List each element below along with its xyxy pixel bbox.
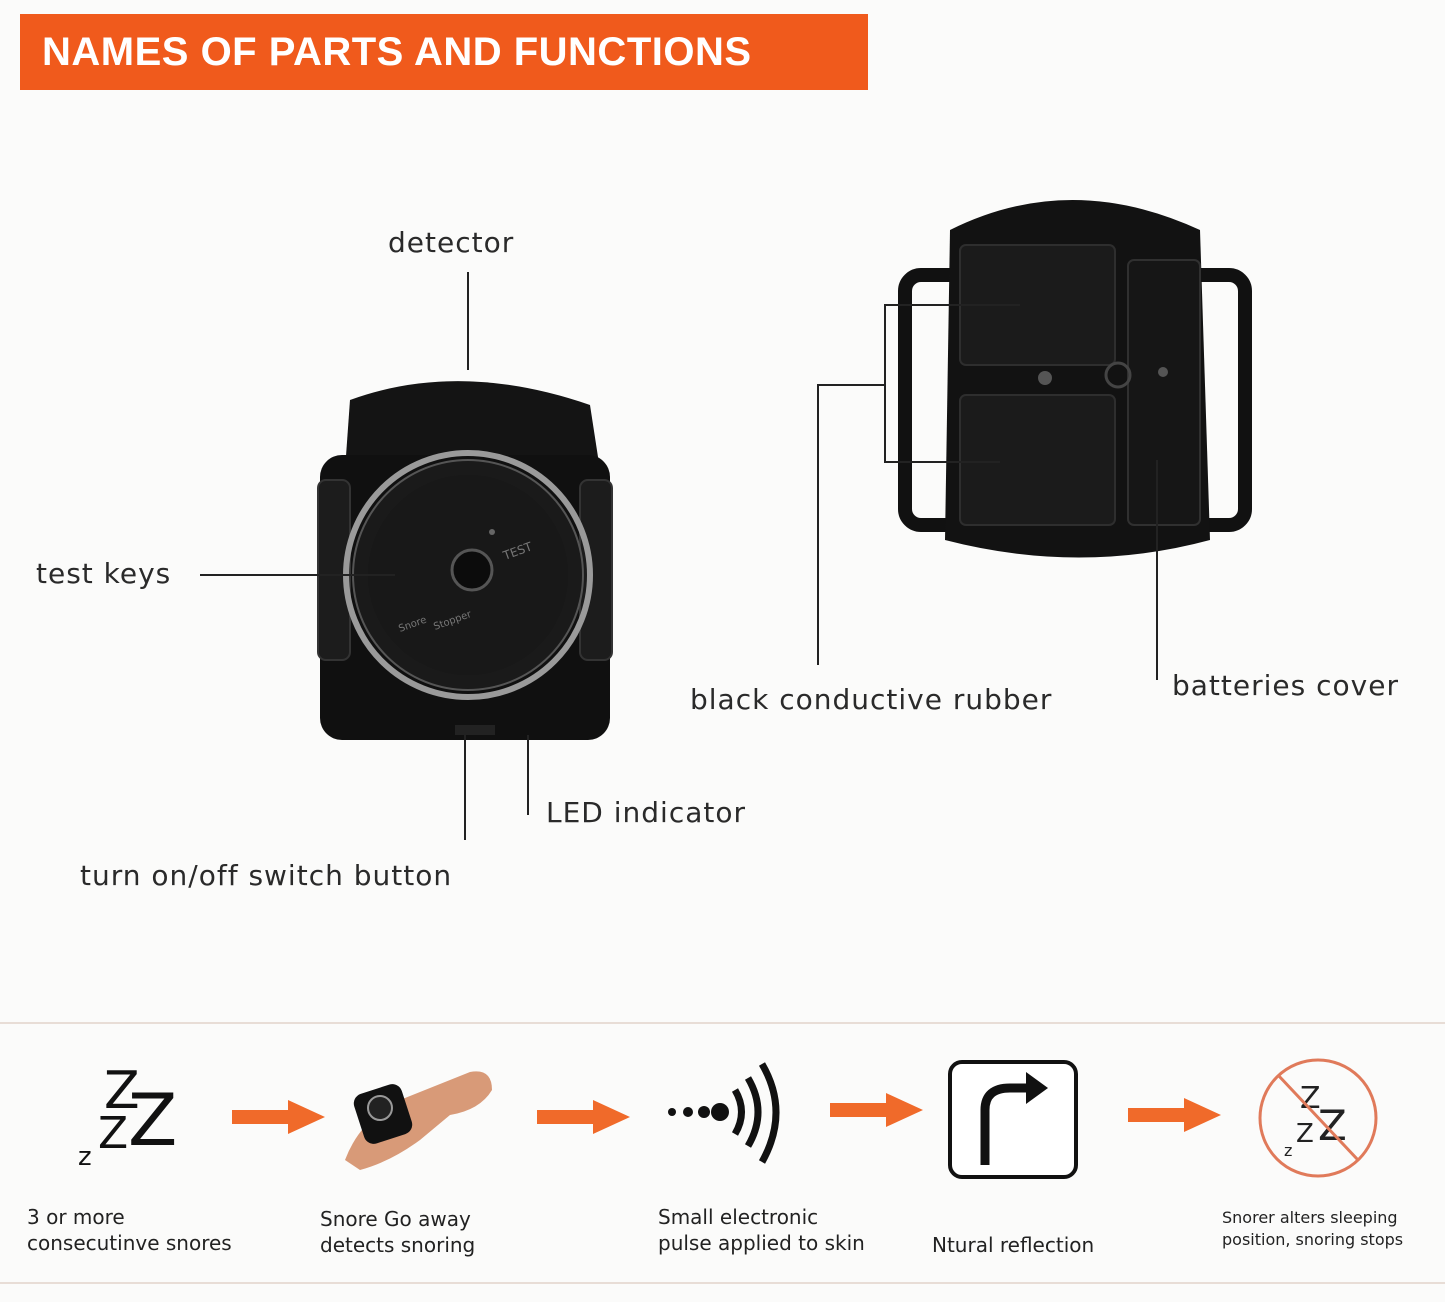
front-strap-top	[345, 381, 600, 470]
no-zzz-icon: z Z Z Z	[1258, 1058, 1378, 1178]
step-caption-2: Snore Go away detects snoring	[320, 1207, 476, 1257]
title-banner: NAMES OF PARTS AND FUNCTIONS	[20, 14, 868, 90]
arrow-icon-1	[232, 1100, 325, 1134]
svg-text:Z: Z	[104, 1061, 140, 1121]
step-caption-1: 3 or more consecutinve snores	[27, 1205, 232, 1255]
label-batteries-cover: batteries cover	[1172, 669, 1399, 702]
process-bottom-divider	[0, 1282, 1445, 1284]
arrow-icon-3	[830, 1093, 923, 1127]
step-caption-4: Ntural reflection	[932, 1233, 1095, 1257]
battery-cover	[1127, 259, 1201, 526]
test-key-button	[450, 548, 494, 592]
banner-title: NAMES OF PARTS AND FUNCTIONS	[42, 29, 752, 74]
step-caption-3: Small electronic pulse applied to skin	[658, 1205, 865, 1255]
svg-text:Z: Z	[98, 1108, 128, 1159]
label-black-rubber: black conductive rubber	[690, 683, 1053, 716]
zzz-icon: z Z Z Z	[78, 1061, 177, 1172]
label-switch-button: turn on/off switch button	[80, 859, 453, 892]
turn-arrow-icon	[948, 1060, 1078, 1179]
wrist-device-icon	[345, 1071, 492, 1170]
svg-text:z: z	[1284, 1141, 1292, 1160]
label-led-indicator: LED indicator	[546, 796, 747, 829]
label-test-keys: test keys	[36, 557, 172, 590]
process-top-divider	[0, 1022, 1445, 1024]
svg-text:Z: Z	[1296, 1119, 1314, 1149]
svg-text:z: z	[78, 1142, 92, 1172]
arrow-icon-2	[537, 1100, 630, 1134]
svg-text:Z: Z	[128, 1078, 177, 1162]
arrow-icon-4	[1128, 1098, 1221, 1132]
rubber-pad-bottom	[959, 394, 1116, 526]
label-detector: detector	[388, 226, 515, 259]
pulse-waves-icon	[668, 1062, 780, 1164]
svg-text:Z: Z	[1300, 1081, 1321, 1116]
step-caption-5: Snorer alters sleeping position, snoring…	[1222, 1208, 1404, 1249]
